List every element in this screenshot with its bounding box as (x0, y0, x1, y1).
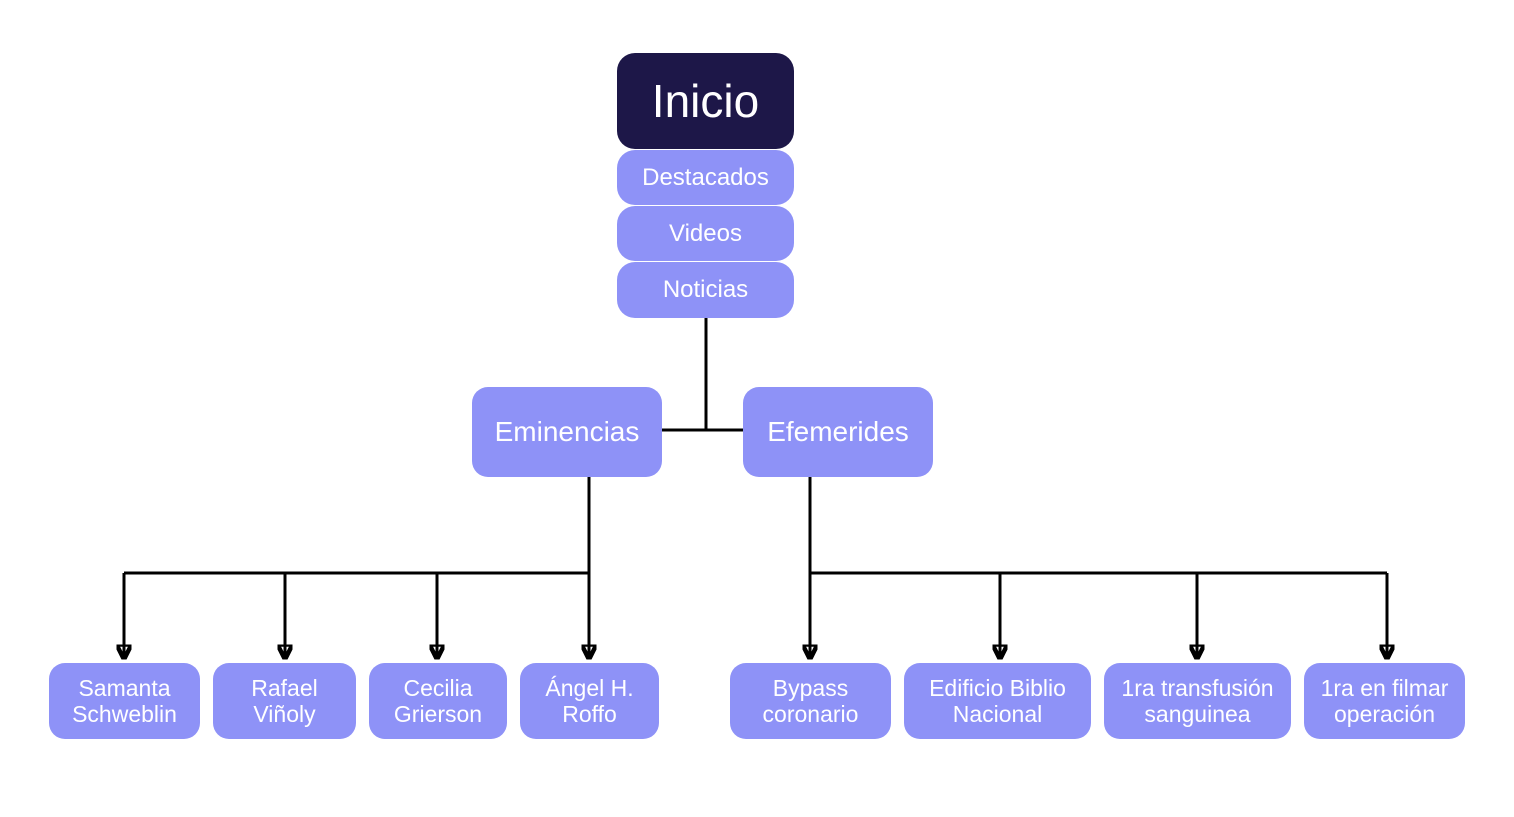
menu-label: Destacados (642, 163, 769, 191)
leaf-node-edificio-biblio-nacional[interactable]: Edificio Biblio Nacional (904, 663, 1091, 739)
leaf-label-line2: Grierson (393, 701, 483, 727)
menu-label: Videos (669, 219, 742, 247)
leaf-label-line2: coronario (762, 701, 859, 727)
leaf-label-line2: Schweblin (72, 701, 177, 727)
leaf-node-bypass-coronario[interactable]: Bypass coronario (730, 663, 891, 739)
menu-item-noticias[interactable]: Noticias (617, 262, 794, 318)
leaf-node-cecilia-grierson[interactable]: Cecilia Grierson (369, 663, 507, 739)
leaf-label-line1: Samanta (78, 674, 171, 701)
leaf-node-transfusion-sanguinea[interactable]: 1ra transfusión sanguinea (1104, 663, 1291, 739)
leaf-label-line2: sanguinea (1144, 701, 1251, 727)
leaf-label-line2: Viñoly (253, 701, 316, 727)
leaf-node-angel-roffo[interactable]: Ángel H. Roffo (520, 663, 659, 739)
menu-item-destacados[interactable]: Destacados (617, 150, 794, 205)
leaf-label-line1: Edificio Biblio (929, 674, 1066, 701)
leaf-label-line1: Ángel H. (545, 674, 634, 701)
leaf-label-line2: operación (1333, 701, 1436, 727)
leaf-label-line1: Rafael (251, 674, 318, 701)
leaf-label-line1: 1ra en filmar (1320, 674, 1449, 701)
menu-item-videos[interactable]: Videos (617, 206, 794, 261)
leaf-label-line2: Nacional (952, 701, 1043, 727)
category-node-efemerides[interactable]: Efemerides (743, 387, 933, 477)
leaf-label-line1: Bypass (772, 674, 849, 701)
root-node-inicio[interactable]: Inicio (617, 53, 794, 149)
menu-label: Noticias (662, 276, 749, 304)
leaf-node-filmar-operacion[interactable]: 1ra en filmar operación (1304, 663, 1465, 739)
category-label: Efemerides (767, 415, 909, 447)
category-label: Eminencias (494, 415, 640, 447)
category-node-eminencias[interactable]: Eminencias (472, 387, 662, 477)
root-label: Inicio (651, 74, 760, 127)
leaf-label-line1: Cecilia (403, 674, 473, 701)
leaf-label-line2: Roffo (562, 701, 617, 727)
leaf-label-line1: 1ra transfusión (1121, 674, 1274, 701)
leaf-node-samanta-schweblin[interactable]: Samanta Schweblin (49, 663, 200, 739)
leaf-node-rafael-vinoly[interactable]: Rafael Viñoly (213, 663, 356, 739)
